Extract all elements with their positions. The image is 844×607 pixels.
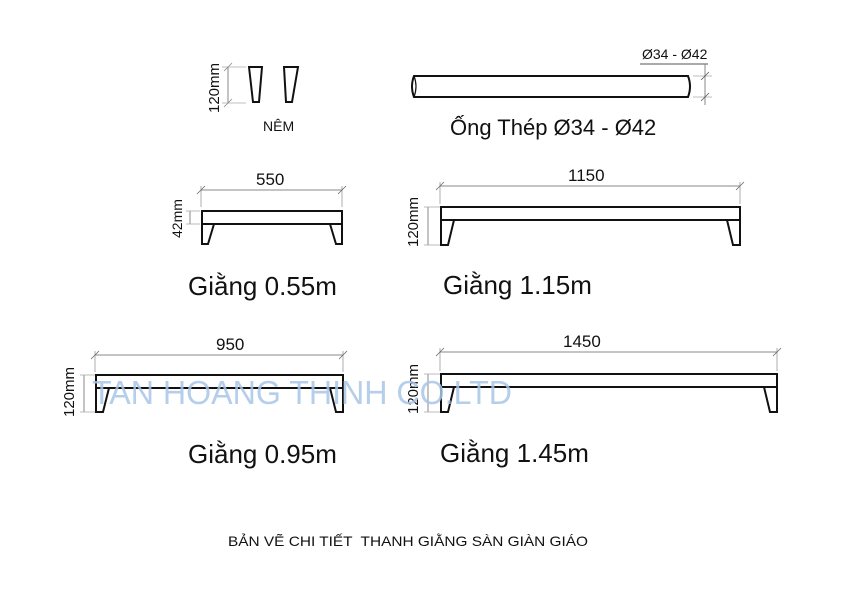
wedge-left-shape (247, 66, 264, 103)
watermark: TAN HOANG THINH CO.LTD (92, 374, 512, 411)
brace-115-label: Giằng 1.15m (443, 270, 592, 300)
brace-145-label: Giằng 1.45m (440, 438, 589, 468)
diagram-title: BẢN VẼ CHI TIẾT THANH GIẰNG SÀN GIÀN GIÁ… (228, 532, 588, 549)
brace-095-height-dim: 120mm (61, 367, 78, 417)
brace-055-label: Giằng 0.55m (188, 271, 337, 301)
brace-145-beam (440, 373, 778, 388)
brace-055-part: 550 42mm Giằng 0.55m (169, 170, 347, 301)
brace-095-label: Giằng 0.95m (188, 439, 337, 469)
brace-115-length-dim: 1150 (568, 166, 605, 185)
brace-145-height-dim: 120mm (405, 364, 422, 414)
brace-115-height-dim: 120mm (405, 197, 422, 247)
wedge-right-shape (282, 66, 300, 103)
brace-115-beam (440, 206, 741, 221)
brace-095-length-dim: 950 (216, 335, 244, 354)
pipe-diameter-dim: Ø34 - Ø42 (642, 46, 708, 62)
brace-055-beam (201, 210, 343, 225)
brace-115-part: 1150 120mm Giằng 1.15m (405, 166, 745, 300)
brace-055-length-dim: 550 (256, 170, 284, 189)
wedge-part: 120mm NÊM (206, 62, 300, 134)
pipe-shape (411, 75, 691, 98)
brace-055-height-dim: 42mm (169, 199, 185, 238)
brace-095-beam (95, 374, 344, 389)
pipe-label: Ống Thép Ø34 - Ø42 (450, 114, 656, 140)
brace-145-part: 1450 120mm Giằng 1.45m (405, 332, 782, 468)
brace-095-part: 950 120mm Giằng 0.95m (61, 335, 348, 469)
wedge-height-dim: 120mm (206, 63, 223, 113)
brace-145-length-dim: 1450 (563, 332, 601, 351)
pipe-part: Ø34 - Ø42 Ống Thép Ø34 - Ø42 (411, 46, 712, 140)
wedge-label: NÊM (263, 118, 294, 134)
